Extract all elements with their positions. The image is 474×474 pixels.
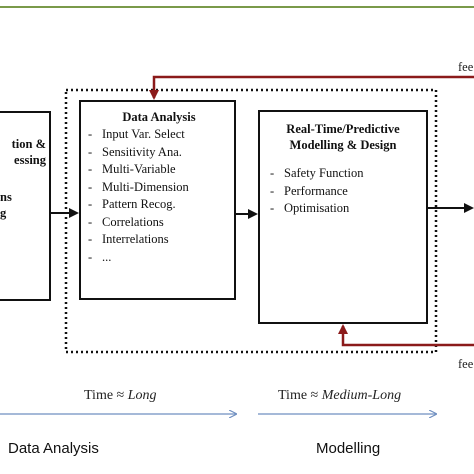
time-value: Long	[127, 388, 157, 403]
modelling-item: Optimisation	[270, 200, 424, 218]
left-box-line2: essing	[14, 153, 46, 167]
data-analysis-item: ...	[88, 249, 234, 267]
time-prefix: Time ≈	[84, 388, 128, 403]
feedback-arrow-bottom	[338, 324, 474, 347]
left-box-line4: g	[0, 206, 7, 220]
phase-label-modelling: Modelling	[316, 440, 381, 457]
feedback-top-label: fee	[458, 60, 474, 74]
dotted-group-frame	[64, 88, 438, 354]
time-value: Medium-Long	[321, 388, 402, 403]
data-analysis-item: Sensitivity Ana.	[88, 144, 234, 162]
phase-label-data-analysis: Data Analysis	[8, 440, 99, 457]
data-analysis-title: Data Analysis	[122, 110, 196, 124]
modelling-item: Safety Function	[270, 165, 424, 183]
modelling-content: Real-Time/Predictive Modelling & Design …	[262, 121, 424, 218]
left-box-text-lower: ns g	[0, 189, 14, 221]
modelling-list: Safety Function Performance Optimisation	[270, 165, 424, 218]
modelling-title-line1: Real-Time/Predictive	[286, 122, 400, 136]
time-prefix: Time ≈	[278, 388, 322, 403]
time-label-medium-long: Time ≈ Medium-Long	[278, 388, 401, 404]
data-analysis-item: Correlations	[88, 214, 234, 232]
feedback-arrow-top	[149, 75, 474, 100]
modelling-item: Performance	[270, 183, 424, 201]
data-analysis-list: Input Var. Select Sensitivity Ana. Multi…	[88, 126, 234, 266]
data-analysis-item: Input Var. Select	[88, 126, 234, 144]
data-analysis-item: Pattern Recog.	[88, 196, 234, 214]
modelling-title-line2: Modelling & Design	[289, 138, 397, 152]
data-analysis-item: Interrelations	[88, 231, 234, 249]
left-box-line3: ns	[0, 190, 12, 204]
left-box-text: tion & essing	[0, 136, 46, 168]
feedback-bottom-label: fee	[458, 357, 474, 371]
left-process-box	[0, 111, 51, 301]
data-analysis-item: Multi-Variable	[88, 161, 234, 179]
left-box-line1: tion &	[11, 137, 46, 151]
time-label-long: Time ≈ Long	[84, 388, 157, 404]
data-analysis-item: Multi-Dimension	[88, 179, 234, 197]
data-analysis-content: Data Analysis Input Var. Select Sensitiv…	[84, 109, 234, 266]
